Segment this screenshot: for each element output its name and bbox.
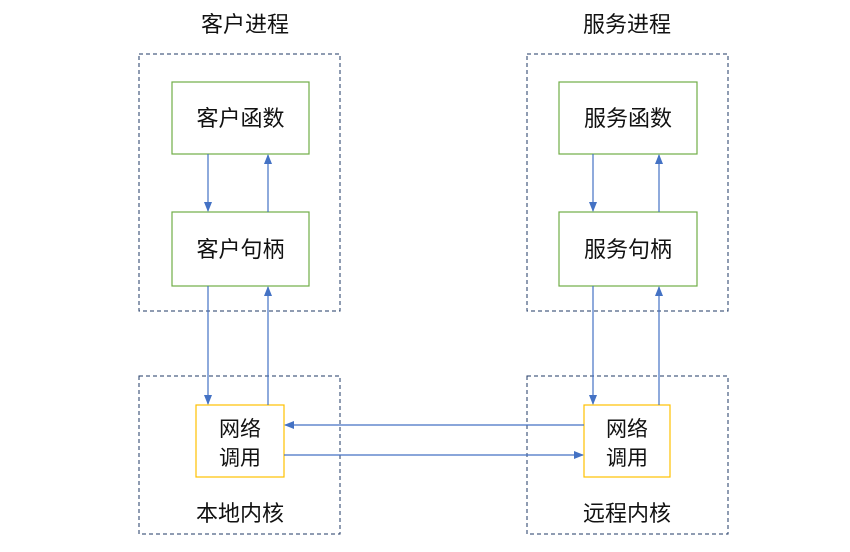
local-kernel-group: 网络 调用 本地内核 bbox=[138, 375, 341, 535]
local-network-call-box bbox=[195, 404, 285, 478]
local-network-call-line2: 调用 bbox=[219, 446, 261, 470]
client-function-label: 客户函数 bbox=[196, 107, 284, 132]
server-function-label: 服务函数 bbox=[584, 107, 672, 132]
client-handle-box bbox=[171, 211, 310, 287]
client-process-group: 客户进程 客户函数 客户句柄 bbox=[138, 13, 341, 312]
remote-network-call-line1: 网络 bbox=[606, 417, 648, 441]
server-process-container bbox=[526, 53, 729, 312]
client-process-title: 客户进程 bbox=[201, 13, 289, 38]
remote-kernel-label: 远程内核 bbox=[583, 502, 671, 527]
remote-network-call-box bbox=[583, 404, 671, 478]
server-function-box bbox=[558, 81, 698, 155]
local-kernel-label: 本地内核 bbox=[196, 502, 284, 527]
remote-kernel-group: 网络 调用 远程内核 bbox=[526, 375, 729, 535]
server-process-title: 服务进程 bbox=[583, 13, 671, 38]
server-handle-label: 服务句柄 bbox=[584, 238, 672, 263]
local-network-call-line1: 网络 bbox=[219, 417, 261, 441]
server-handle-box bbox=[558, 211, 698, 287]
client-handle-label: 客户句柄 bbox=[196, 238, 284, 263]
server-process-group: 服务进程 服务函数 服务句柄 bbox=[526, 13, 729, 312]
client-function-box bbox=[171, 81, 310, 155]
client-process-container bbox=[138, 53, 341, 312]
remote-network-call-line2: 调用 bbox=[606, 446, 648, 470]
